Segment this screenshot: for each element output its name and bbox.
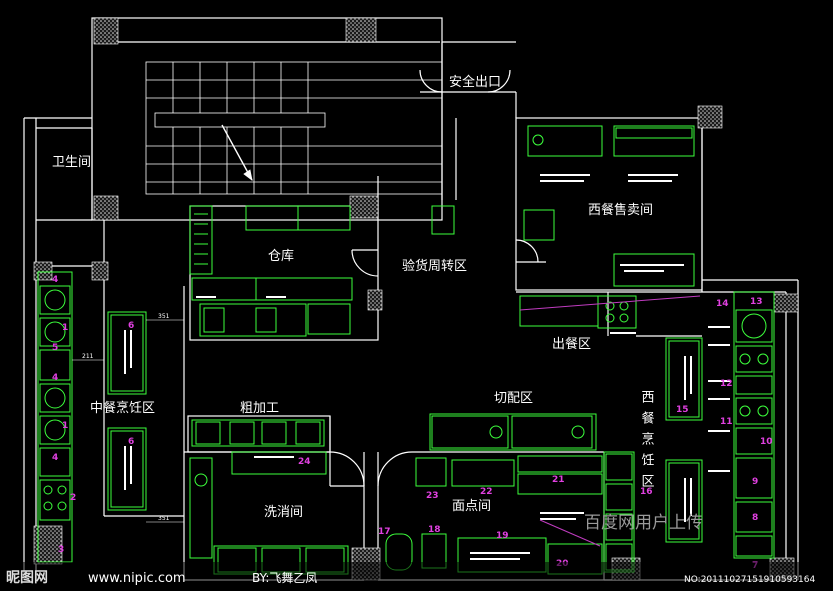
label-rough-processing: 粗加工 xyxy=(240,401,279,416)
num-5: 5 xyxy=(52,343,58,353)
label-serving: 出餐区 xyxy=(552,336,591,352)
label-western-sales: 西餐售卖间 xyxy=(588,202,653,218)
num-22: 22 xyxy=(480,487,493,497)
bottom-bar xyxy=(0,562,833,591)
structural-columns xyxy=(33,17,799,581)
num-18: 18 xyxy=(428,525,441,535)
label-cutting: 切配区 xyxy=(494,391,533,406)
num-1a: 1 xyxy=(62,323,68,333)
num-9: 9 xyxy=(752,477,758,487)
num-24: 24 xyxy=(298,457,311,467)
num-3: 3 xyxy=(58,545,64,555)
num-14: 14 xyxy=(716,299,729,309)
num-1b: 1 xyxy=(62,421,68,431)
num-2: 2 xyxy=(70,493,76,503)
num-21: 21 xyxy=(552,475,565,485)
label-chinese-cooking: 中餐烹饪区 xyxy=(90,400,155,416)
image-number: NO:20111027151910593164 xyxy=(684,575,815,585)
walls xyxy=(23,17,799,581)
dimension-2: 211 xyxy=(82,353,94,360)
num-6a: 6 xyxy=(128,321,134,331)
num-4c: 4 xyxy=(52,453,58,463)
service-line xyxy=(519,295,701,547)
label-pastry: 面点间 xyxy=(452,499,491,514)
site-logo: 昵图网 xyxy=(6,570,48,586)
label-western-cooking: 西餐烹饪区 xyxy=(639,390,655,495)
author-credit: BY:飞舞乙凤 xyxy=(252,571,317,585)
num-13: 13 xyxy=(750,297,763,307)
num-15: 15 xyxy=(676,405,689,415)
label-safety-exit: 安全出口 xyxy=(449,74,501,90)
dimension-lines xyxy=(72,319,184,523)
num-19: 19 xyxy=(496,531,509,541)
staircase xyxy=(145,61,443,195)
rough-processing-wall xyxy=(187,415,331,453)
num-10: 10 xyxy=(760,437,773,447)
dimension-1: 351 xyxy=(158,313,170,320)
spec-marks xyxy=(124,174,730,560)
label-washing: 洗消间 xyxy=(264,505,303,520)
num-6b: 6 xyxy=(128,437,134,447)
upload-watermark: 百度网用户上传 xyxy=(584,513,703,533)
num-12: 12 xyxy=(720,379,733,389)
num-4a: 4 xyxy=(52,275,58,285)
num-17: 17 xyxy=(378,527,391,537)
label-toilet: 卫生间 xyxy=(52,155,91,170)
stair-wall xyxy=(91,17,443,221)
label-receiving: 验货周转区 xyxy=(402,258,467,274)
dimension-3: 351 xyxy=(158,515,170,522)
label-storage: 仓库 xyxy=(268,248,294,264)
num-16: 16 xyxy=(640,487,653,497)
equipment xyxy=(37,125,775,575)
num-4b: 4 xyxy=(52,373,58,383)
num-8: 8 xyxy=(752,513,758,523)
num-23: 23 xyxy=(426,491,439,501)
num-11: 11 xyxy=(720,417,733,427)
site-url: www.nipic.com xyxy=(88,571,186,586)
